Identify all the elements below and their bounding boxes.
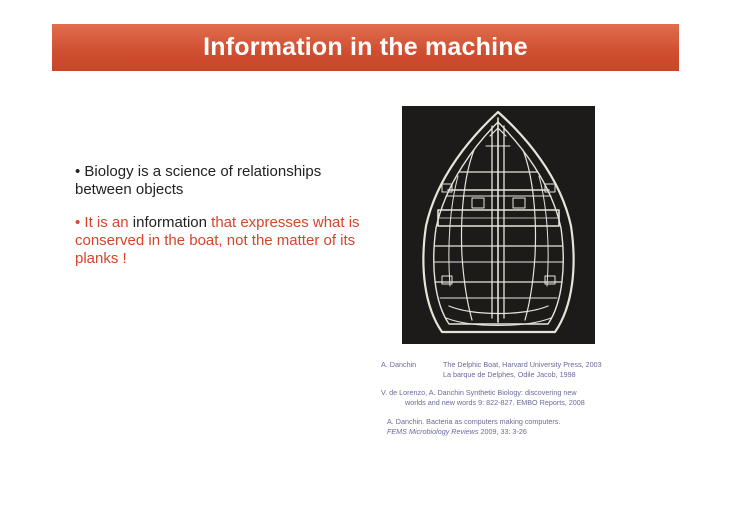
reference-2-line1: V. de Lorenzo, A. Danchin Synthetic Biol… <box>381 388 577 397</box>
reference-3: A. Danchin. Bacteria as computers making… <box>381 417 711 437</box>
bullet-list: • Biology is a science of relationships … <box>75 163 360 283</box>
bullet2-text-b: that expresses what is conserved in the … <box>75 214 360 267</box>
bullet-item-2: • It is an information that expresses wh… <box>75 214 360 268</box>
bullet2-keyword: information <box>132 214 207 231</box>
references: A. Danchin The Delphic Boat, Harvard Uni… <box>381 360 711 437</box>
bullet2-text-a: • It is an <box>75 214 133 231</box>
reference-author: A. Danchin <box>381 360 417 369</box>
slide-title: Information in the machine <box>203 33 528 61</box>
reference-3-journal: FEMS Microbiology Reviews <box>387 427 479 436</box>
bullet-item-1: • Biology is a science of relationships … <box>75 163 322 198</box>
reference-2-line2: worlds and new words 9: 822-827. EMBO Re… <box>405 398 585 407</box>
title-bar: Information in the machine <box>52 24 679 71</box>
reference-text: The Delphic Boat, Harvard University Pre… <box>443 360 602 369</box>
hull-inner <box>433 121 564 325</box>
reference-3-line1: A. Danchin. Bacteria as computers making… <box>387 417 561 426</box>
boat-drawing <box>422 110 575 334</box>
reference-1-line2: La barque de Delphes, Odile Jacob, 1998 <box>443 370 576 379</box>
hull-outline <box>422 110 575 334</box>
reference-2: V. de Lorenzo, A. Danchin Synthetic Biol… <box>381 388 711 408</box>
reference-3-rest: 2009, 33: 3-26 <box>478 427 527 436</box>
boat-illustration <box>402 106 595 344</box>
reference-3-line2: FEMS Microbiology Reviews 2009, 33: 3-26 <box>387 427 711 437</box>
reference-1: A. Danchin The Delphic Boat, Harvard Uni… <box>381 360 711 370</box>
